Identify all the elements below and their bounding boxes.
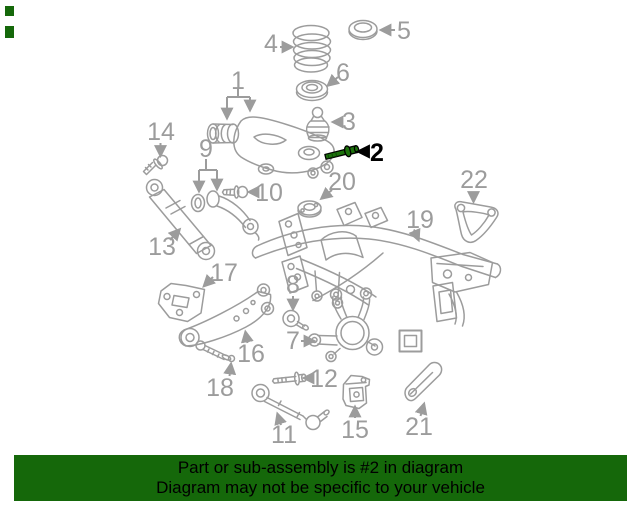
leader-21 bbox=[414, 401, 428, 417]
part-6-spring-seat bbox=[295, 79, 329, 102]
leader-1-bracket bbox=[227, 89, 250, 98]
notice-line-2: Diagram may not be specific to your vehi… bbox=[156, 478, 485, 497]
leader-19 bbox=[408, 227, 421, 243]
callout-16: 16 bbox=[237, 340, 265, 368]
leader-11 bbox=[274, 411, 287, 426]
part-7-knuckle bbox=[307, 284, 384, 363]
part-9-lateral-link bbox=[190, 190, 260, 241]
part-10-bolt bbox=[221, 185, 249, 199]
leader-9-bracket bbox=[199, 159, 217, 171]
part-19-subframe bbox=[251, 201, 502, 353]
callout-4: 4 bbox=[264, 30, 278, 58]
part-20-mount-cushion bbox=[297, 200, 322, 218]
part-16-trailing-arm bbox=[178, 283, 275, 348]
green-marker-1 bbox=[5, 6, 14, 16]
leader-16 bbox=[240, 329, 254, 344]
part-12-bolt bbox=[271, 371, 307, 386]
callout-19: 19 bbox=[406, 206, 434, 234]
part-15-mount-bracket bbox=[342, 374, 371, 410]
part-1-upper-arm bbox=[206, 116, 335, 179]
callout-12: 12 bbox=[310, 365, 338, 393]
part-2-highlighted-bolt bbox=[324, 145, 360, 160]
leader-6 bbox=[326, 73, 341, 88]
leader-20 bbox=[319, 186, 334, 201]
callout-21: 21 bbox=[405, 413, 433, 441]
callout-11: 11 bbox=[271, 421, 297, 449]
leader-13 bbox=[167, 227, 182, 242]
green-marker-2 bbox=[5, 26, 14, 38]
callout-1: 1 bbox=[231, 67, 245, 95]
callout-5: 5 bbox=[397, 17, 411, 45]
callout-18: 18 bbox=[206, 374, 234, 402]
callout-22: 22 bbox=[460, 166, 488, 194]
callout-13: 13 bbox=[148, 233, 176, 261]
part-3-bump-stop bbox=[306, 106, 330, 142]
callout-14: 14 bbox=[147, 118, 175, 146]
part-5-insulator-ring bbox=[348, 19, 378, 41]
callout-leader-lines bbox=[154, 23, 480, 426]
callout-15: 15 bbox=[341, 416, 369, 444]
callout-7: 7 bbox=[286, 327, 300, 355]
leader-17 bbox=[202, 274, 216, 288]
callout-6: 6 bbox=[336, 59, 350, 87]
notice-banner: Part or sub-assembly is #2 in diagram Di… bbox=[14, 455, 627, 501]
notice-line-1: Part or sub-assembly is #2 in diagram bbox=[177, 458, 464, 477]
callout-2-highlight: 2 bbox=[370, 139, 384, 167]
callout-8: 8 bbox=[286, 271, 300, 299]
callout-20: 20 bbox=[328, 168, 356, 196]
callout-10: 10 bbox=[255, 179, 283, 207]
part-17-bracket-plate bbox=[157, 282, 206, 323]
leader-18 bbox=[223, 361, 237, 377]
part-4-coil-spring bbox=[292, 24, 332, 73]
part-21-stay-arm bbox=[404, 361, 443, 402]
callout-3: 3 bbox=[342, 108, 356, 136]
part-14-bolt bbox=[142, 154, 169, 176]
callout-9: 9 bbox=[199, 135, 213, 163]
part-22-support-bracket bbox=[454, 200, 499, 243]
callout-17: 17 bbox=[210, 259, 238, 287]
part-11-toe-link bbox=[251, 383, 330, 431]
